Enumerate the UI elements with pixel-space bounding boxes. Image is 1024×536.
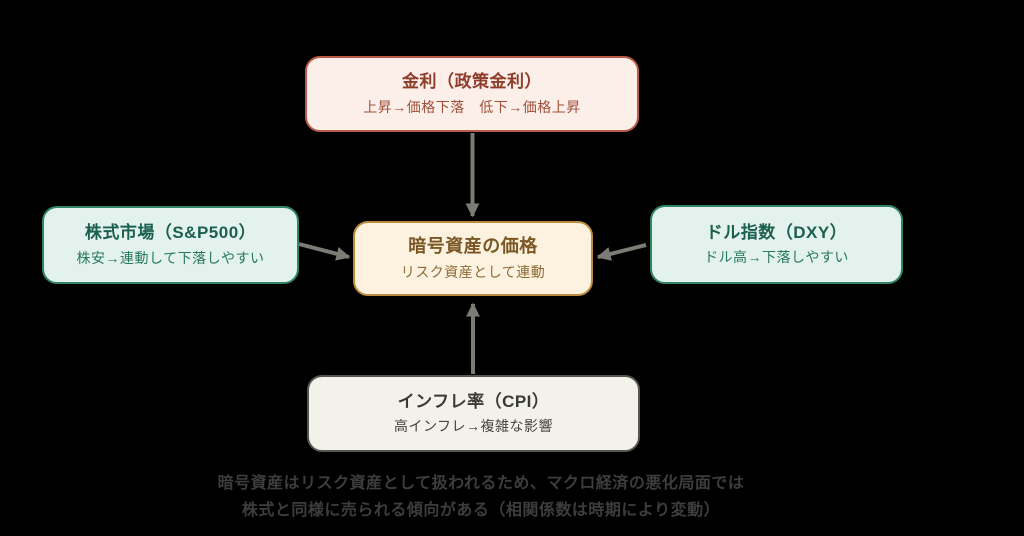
node-stock-market: 株式市場（S&P500） 株安→連動して下落しやすい [42,206,299,284]
node-stock-market-title: 株式市場（S&P500） [84,223,257,243]
node-crypto-price-title: 暗号資産の価格 [408,236,538,257]
footnote-caption: 暗号資産はリスク資産として扱われるため、マクロ経済の悪化局面では 株式と同様に売… [0,470,962,524]
node-crypto-price: 暗号資産の価格 リスク資産として連動 [353,221,593,296]
node-crypto-price-subtitle: リスク資産として連動 [400,263,546,280]
node-interest-rate-subtitle: 上昇→価格下落 低下→価格上昇 [363,98,581,115]
node-dollar-index-subtitle: ドル高→下落しやすい [704,249,849,266]
node-stock-market-subtitle: 株安→連動して下落しやすい [76,249,265,266]
node-dollar-index-title: ドル指数（DXY） [705,222,848,242]
node-interest-rate: 金利（政策金利） 上昇→価格下落 低下→価格上昇 [305,56,639,132]
node-interest-rate-title: 金利（政策金利） [402,72,542,92]
node-inflation-rate: インフレ率（CPI） 高インフレ→複雑な影響 [307,375,640,452]
footnote-caption-line1: 暗号資産はリスク資産として扱われるため、マクロ経済の悪化局面では [217,475,745,492]
footnote-caption-line2: 株式と同様に売られる傾向がある（相関係数は時期により変動） [241,502,721,519]
arrow-stock-to-crypto-icon [298,242,351,261]
node-dollar-index: ドル指数（DXY） ドル高→下落しやすい [650,205,903,284]
node-inflation-rate-subtitle: 高インフレ→複雑な影響 [393,418,554,435]
node-inflation-rate-title: インフレ率（CPI） [397,391,550,411]
arrow-dollar-to-crypto-icon [596,243,647,261]
